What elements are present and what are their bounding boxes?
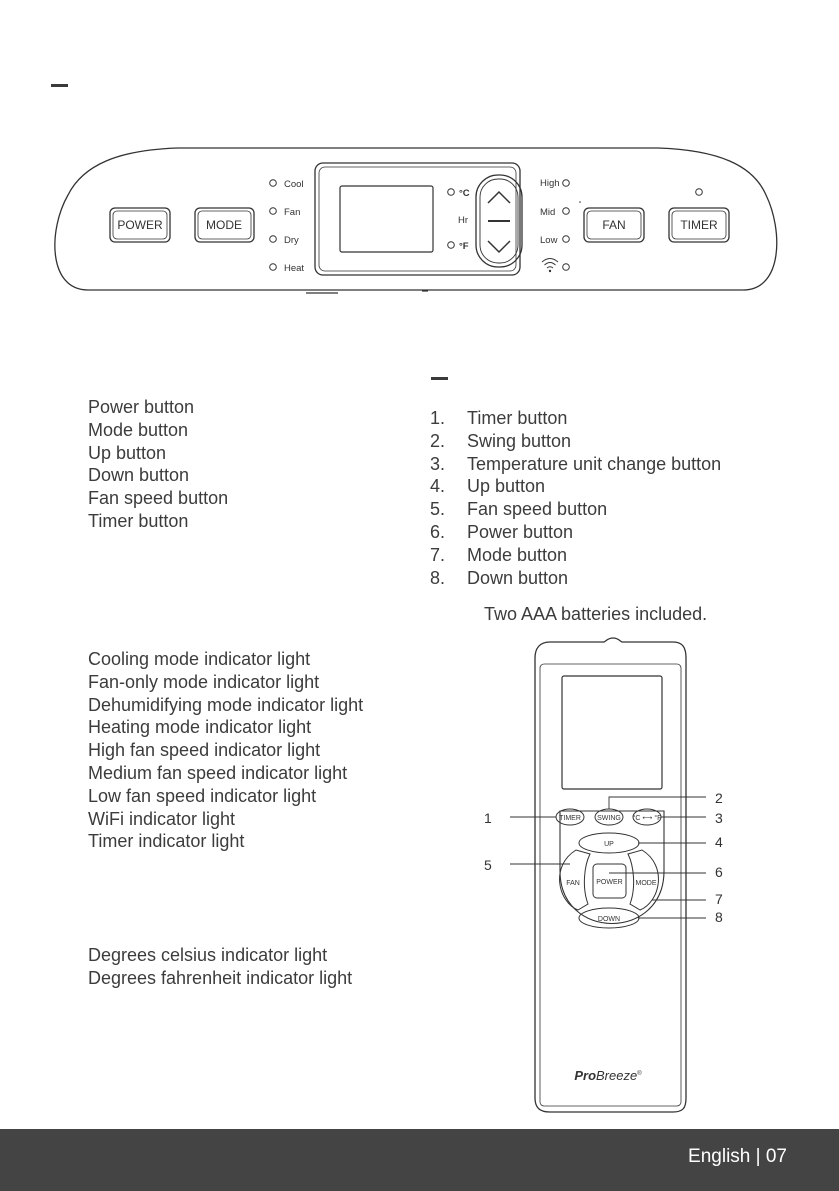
list-item: 2.Swing button bbox=[430, 430, 572, 451]
panel-fan-button: FAN bbox=[583, 207, 645, 243]
callout-number: 7 bbox=[715, 891, 723, 907]
list-item: Dehumidifying mode indicator light bbox=[88, 694, 364, 715]
list-item: Cooling mode indicator light bbox=[88, 649, 311, 669]
list-item: Heating mode indicator light bbox=[88, 717, 312, 738]
panel-up-down-button bbox=[475, 174, 523, 268]
svg-text:UP: UP bbox=[604, 841, 614, 848]
indicator-fahrenheit-label: °F bbox=[459, 241, 469, 252]
list-item: Fan speed button bbox=[88, 488, 229, 509]
callout-number: 6 bbox=[715, 864, 723, 880]
callout-lines bbox=[510, 796, 706, 919]
list-item: Timer indicator light bbox=[88, 831, 245, 852]
svg-text:MODE: MODE bbox=[636, 880, 657, 887]
brand-logo: ProBreeze® bbox=[574, 1068, 642, 1083]
panel-buttons-list: Power button Mode button Up button Down … bbox=[88, 396, 228, 533]
indicator-heat-label: Heat bbox=[284, 263, 304, 274]
panel-fan-label: FAN bbox=[602, 218, 625, 232]
speed-indicators: High Mid Low bbox=[540, 178, 581, 273]
page-footer: English | 07 bbox=[0, 1129, 839, 1191]
list-item: Timer button bbox=[88, 510, 189, 531]
list-item: Up button bbox=[88, 442, 167, 463]
svg-text:DOWN: DOWN bbox=[598, 916, 620, 923]
svg-text:TIMER: TIMER bbox=[559, 815, 581, 822]
list-item: 8.Down button bbox=[430, 567, 569, 588]
callout-number: 4 bbox=[715, 834, 723, 850]
battery-note: Two AAA batteries included. bbox=[484, 604, 708, 624]
list-item: Fan-only mode indicator light bbox=[88, 671, 320, 692]
panel-timer-button: TIMER bbox=[668, 207, 730, 243]
indicator-high-label: High bbox=[540, 178, 560, 189]
svg-text:POWER: POWER bbox=[596, 879, 622, 886]
list-item: 6.Power button bbox=[430, 521, 574, 542]
remote-control-illustration: TIMER SWING °C ⟷ °F UP FAN POWER MODE DO… bbox=[484, 637, 723, 1113]
indicator-lights-list: Cooling mode indicator light Fan-only mo… bbox=[88, 648, 363, 853]
panel-timer-label: TIMER bbox=[680, 218, 718, 232]
list-item: WiFi indicator light bbox=[88, 808, 236, 829]
callout-number: 5 bbox=[484, 857, 492, 873]
remote-mode-button: MODE bbox=[627, 849, 659, 911]
list-item: Medium fan speed indicator light bbox=[88, 762, 348, 783]
list-item: Power button bbox=[88, 397, 195, 417]
indicator-cool-label: Cool bbox=[284, 179, 304, 190]
chevron-up-icon bbox=[487, 190, 511, 204]
mode-indicators: Cool Fan Dry Heat bbox=[269, 179, 304, 274]
indicator-celsius-label: °C bbox=[459, 188, 470, 199]
callout-number: 2 bbox=[715, 790, 723, 806]
svg-text:FAN: FAN bbox=[566, 880, 580, 887]
remote-fan-button: FAN bbox=[559, 849, 591, 911]
indicator-fan-label: Fan bbox=[284, 207, 300, 218]
callout-number: 1 bbox=[484, 810, 492, 826]
panel-display-screen bbox=[339, 185, 434, 253]
panel-mode-button: MODE bbox=[194, 207, 255, 243]
remote-display-screen bbox=[561, 675, 663, 790]
panel-power-label: POWER bbox=[117, 218, 163, 232]
page-number: English | 07 bbox=[688, 1146, 787, 1167]
callout-number: 8 bbox=[715, 909, 723, 925]
list-item: Degrees celsius indicator light bbox=[88, 945, 328, 965]
control-panel-illustration: POWER MODE Cool Fan Dry Heat °C Hr °F Hi… bbox=[54, 147, 778, 294]
indicator-hr-label: Hr bbox=[458, 215, 468, 226]
list-item: 3.Temperature unit change button bbox=[430, 453, 722, 474]
temperature-lights-list: Degrees celsius indicator light Degrees … bbox=[88, 944, 352, 990]
indicator-mid-label: Mid bbox=[540, 207, 555, 218]
callout-number: 3 bbox=[715, 810, 723, 826]
list-item: 7.Mode button bbox=[430, 544, 568, 565]
panel-mode-label: MODE bbox=[206, 218, 242, 232]
indicator-dry-label: Dry bbox=[284, 235, 299, 246]
section-dash-panel bbox=[51, 84, 68, 87]
list-item: Degrees fahrenheit indicator light bbox=[88, 967, 353, 988]
list-item: High fan speed indicator light bbox=[88, 740, 321, 761]
list-item: 5.Fan speed button bbox=[430, 499, 608, 520]
remote-buttons-list: 1.Timer button 2.Swing button 3.Temperat… bbox=[430, 407, 721, 589]
chevron-down-icon bbox=[487, 240, 511, 254]
section-dash-remote bbox=[431, 377, 448, 380]
list-item: Low fan speed indicator light bbox=[88, 785, 317, 806]
remote-power-button: POWER bbox=[592, 863, 627, 899]
svg-text:°C ⟷ °F: °C ⟷ °F bbox=[633, 814, 662, 822]
indicator-low-label: Low bbox=[540, 235, 558, 246]
svg-text:SWING: SWING bbox=[597, 815, 621, 822]
remote-up-button: UP bbox=[578, 832, 640, 854]
list-item: Mode button bbox=[88, 419, 189, 440]
list-item: 1.Timer button bbox=[430, 408, 568, 428]
list-item: 4.Up button bbox=[430, 476, 546, 497]
indicator-timer-light bbox=[695, 188, 703, 196]
panel-power-button: POWER bbox=[109, 207, 171, 243]
list-item: Down button bbox=[88, 465, 190, 486]
wifi-icon bbox=[541, 258, 559, 273]
